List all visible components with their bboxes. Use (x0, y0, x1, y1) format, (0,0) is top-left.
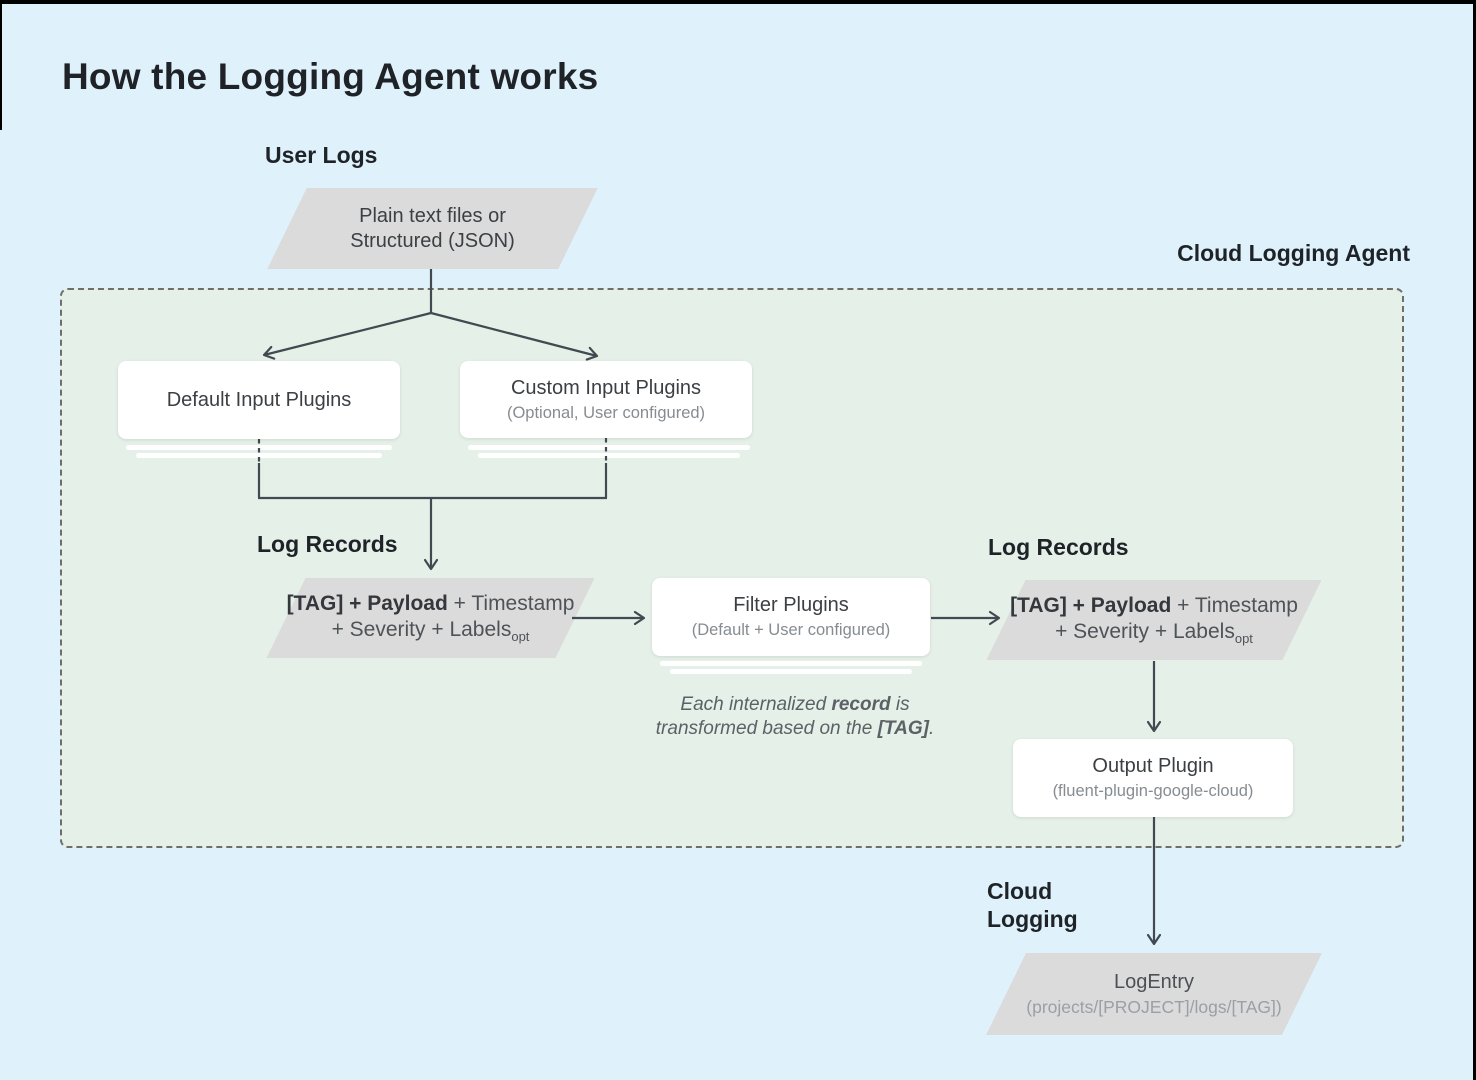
shape-text-line: + Severity + Labelsopt (1055, 619, 1253, 647)
page-title: How the Logging Agent works (62, 56, 599, 97)
note-text: is (890, 694, 910, 715)
node-title: Default Input Plugins (166, 388, 352, 411)
shape-text-subscript: opt (1234, 631, 1253, 646)
stacked-pages-bar (468, 445, 750, 450)
shape-text-line: Plain text files or (359, 204, 506, 227)
shape-text-regular: + Severity + Labels (1055, 620, 1235, 643)
shape-text-regular: + Timestamp (1171, 594, 1298, 617)
output-plugin-box: Output Plugin (fluent-plugin-google-clou… (1013, 739, 1293, 817)
shape-text-line: [TAG] + Payload + Timestamp (287, 591, 575, 617)
shape-text-regular: + Severity + Labels (331, 618, 512, 641)
shape-text-bold: [TAG] + Payload (1010, 594, 1172, 617)
shape-text-line: + Severity + Labelsopt (332, 617, 530, 645)
default-input-plugins-box: Default Input Plugins (118, 361, 400, 439)
filter-note: Each internalized record is transformed b… (630, 693, 960, 740)
log-record-shape-out: [TAG] + Payload + Timestamp + Severity +… (986, 580, 1322, 660)
screenshot-left-border (0, 0, 2, 130)
shape-text-subscript: opt (511, 629, 530, 644)
shape-text-line: [TAG] + Payload + Timestamp (1010, 593, 1298, 619)
cloud-logging-label-line2: Logging (987, 906, 1078, 932)
note-text: Each internalized (680, 694, 832, 715)
log-records-label-left: Log Records (257, 531, 398, 557)
screenshot-top-border (0, 0, 1476, 4)
node-subtitle: (Optional, User configured) (506, 403, 706, 422)
log-record-shape-in: [TAG] + Payload + Timestamp + Severity +… (266, 578, 595, 658)
note-text-bold: record (831, 694, 891, 715)
node-title: Filter Plugins (733, 594, 849, 616)
shape-text-regular: + Timestamp (447, 592, 575, 615)
user-logs-shape-text: Plain text files or Structured (JSON) (287, 188, 578, 269)
shape-text-line: Structured (JSON) (350, 229, 515, 252)
cloud-logging-label: Cloud Logging (987, 877, 1078, 933)
log-record-shape-text: [TAG] + Payload + Timestamp + Severity +… (1006, 580, 1302, 660)
log-entry-shape: LogEntry (projects/[PROJECT]/logs/[TAG]) (986, 953, 1322, 1035)
stacked-pages-bar (660, 661, 922, 666)
log-record-shape-text: [TAG] + Payload + Timestamp + Severity +… (286, 578, 575, 658)
stacked-pages-bar (478, 453, 740, 458)
node-subtitle: (Default + User configured) (691, 621, 891, 639)
shape-text-title: LogEntry (1113, 970, 1195, 993)
node-subtitle: (fluent-plugin-google-cloud) (1052, 782, 1254, 800)
log-records-label-right: Log Records (988, 534, 1129, 560)
log-entry-shape-text: LogEntry (projects/[PROJECT]/logs/[TAG]) (1006, 953, 1302, 1035)
node-title: Output Plugin (1092, 755, 1214, 777)
cloud-logging-label-line1: Cloud (987, 878, 1053, 904)
shape-text-subtitle: (projects/[PROJECT]/logs/[TAG]) (1026, 996, 1282, 1017)
stacked-pages-bar (136, 453, 382, 458)
node-title: Custom Input Plugins (510, 376, 702, 399)
note-text: . (928, 717, 935, 739)
note-text-bold: [TAG] (877, 717, 929, 739)
stacked-pages-bar (126, 445, 392, 450)
user-logs-label: User Logs (265, 142, 378, 168)
shape-text-bold: [TAG] + Payload (286, 592, 448, 615)
note-text: transformed based on the (655, 717, 878, 739)
custom-input-plugins-box: Custom Input Plugins (Optional, User con… (460, 361, 752, 438)
screenshot-right-border (1473, 0, 1476, 1080)
stacked-pages-bar (670, 669, 912, 674)
user-logs-shape: Plain text files or Structured (JSON) (267, 188, 598, 269)
cloud-logging-agent-label: Cloud Logging Agent (1177, 240, 1410, 266)
filter-plugins-box: Filter Plugins (Default + User configure… (652, 578, 930, 656)
